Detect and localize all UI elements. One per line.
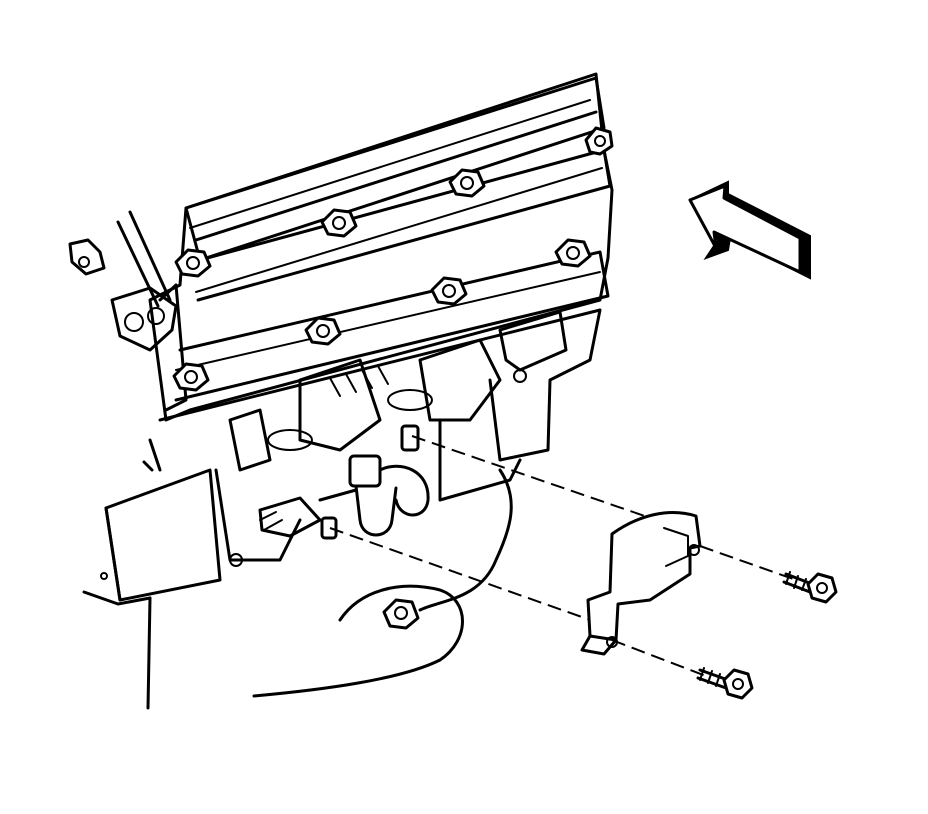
bolt-icon (584, 126, 614, 156)
bolt-icon (320, 208, 358, 238)
engine-block (82, 308, 602, 710)
head-bolts (172, 126, 614, 392)
bolt-icon (554, 238, 592, 268)
bolt-icon (172, 362, 210, 392)
bolt-icon (448, 168, 486, 198)
mounting-ear (68, 238, 178, 352)
bolt-icon (304, 316, 342, 346)
bolt-icon (174, 248, 212, 278)
sensor-wiring (258, 424, 430, 540)
oil-pan (252, 468, 513, 698)
bolt-icon (782, 571, 838, 604)
bolt-icon (696, 667, 754, 700)
bracket-icon (580, 511, 702, 656)
cylinder-head (116, 72, 614, 422)
alignment-lines (329, 435, 797, 677)
direction-arrow-icon (688, 180, 811, 280)
bolt-icon (430, 276, 468, 306)
